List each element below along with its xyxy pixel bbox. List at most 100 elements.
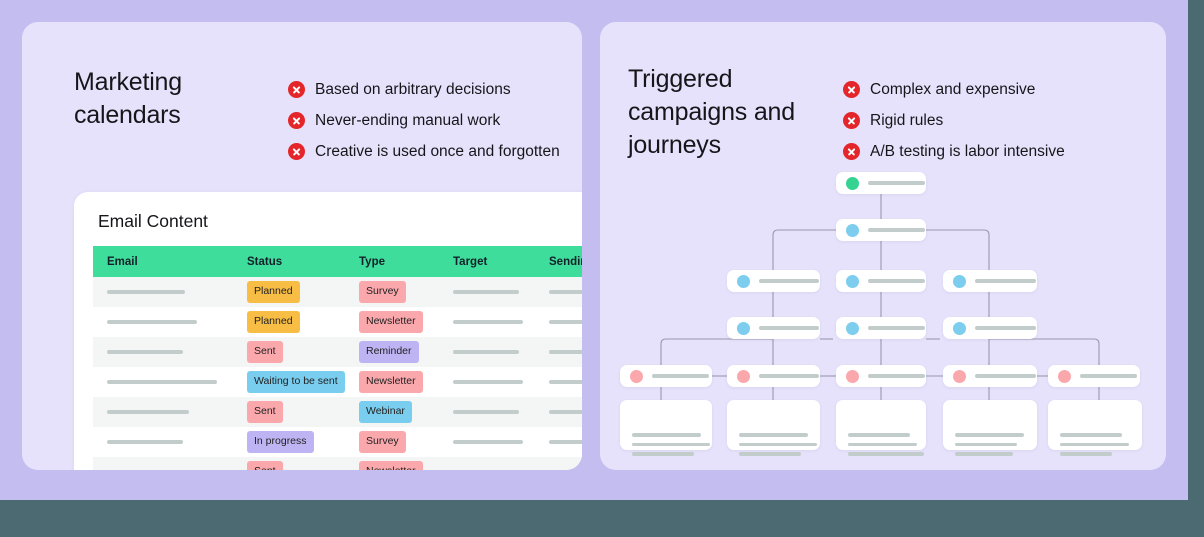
panel-right-header: Triggered campaigns and journeys Complex… — [600, 22, 1166, 167]
placeholder-bar — [549, 290, 582, 294]
placeholder-bar — [759, 279, 819, 283]
placeholder-bar — [549, 410, 582, 414]
flow-leaf-card[interactable] — [1048, 400, 1142, 456]
placeholder-bar — [107, 380, 217, 384]
table-header-row: Email Status Type Target Sending — [93, 246, 582, 277]
column-header-status[interactable]: Status — [233, 246, 345, 277]
cell-target — [439, 337, 535, 367]
email-content-card: Email Content Email Status Type Target S… — [74, 192, 582, 470]
cell-type: Survey — [345, 277, 439, 307]
journey-flow-diagram — [600, 22, 1166, 470]
list-item: Never-ending manual work — [288, 105, 560, 136]
cell-status: Sent — [233, 397, 345, 427]
cell-target — [439, 427, 535, 457]
leaf-header — [943, 411, 1037, 424]
placeholder-bar — [848, 433, 910, 437]
cell-type: Newsletter — [345, 457, 439, 470]
column-header-type[interactable]: Type — [345, 246, 439, 277]
flow-connectors — [660, 194, 1100, 400]
node-status-dot — [846, 223, 859, 237]
placeholder-bar — [549, 320, 582, 324]
type-badge: Webinar — [359, 401, 412, 423]
node-status-dot — [737, 321, 750, 335]
flow-node[interactable] — [620, 365, 712, 387]
node-status-dot — [737, 369, 750, 383]
x-circle-icon — [843, 112, 860, 129]
flow-node[interactable] — [836, 219, 926, 241]
flow-node[interactable] — [727, 317, 820, 339]
cell-email — [93, 277, 233, 307]
column-header-email[interactable]: Email — [93, 246, 233, 277]
cell-email — [93, 457, 233, 470]
flow-node[interactable] — [727, 270, 820, 292]
flow-node[interactable] — [727, 365, 820, 387]
placeholder-bar — [739, 442, 817, 446]
table-row[interactable]: Sent Webinar — [93, 397, 582, 427]
placeholder-bar — [453, 290, 519, 294]
table-row[interactable]: SentNewsletter — [93, 457, 582, 470]
placeholder-bar — [632, 442, 710, 446]
x-circle-icon — [288, 112, 305, 129]
cell-sending — [535, 337, 582, 367]
accent-bar-bottom — [0, 500, 1204, 537]
placeholder-bar — [549, 440, 582, 444]
placeholder-bar — [1080, 374, 1137, 378]
placeholder-bar — [652, 374, 709, 378]
table-row[interactable]: Planned Survey — [93, 277, 582, 307]
placeholder-bar — [107, 410, 189, 414]
cell-type: Webinar — [345, 397, 439, 427]
type-badge: Survey — [359, 281, 406, 303]
column-header-sending[interactable]: Sending — [535, 246, 582, 277]
placeholder-bar — [453, 440, 523, 444]
accent-bar-right — [1188, 0, 1204, 500]
placeholder-bar — [549, 350, 582, 354]
table-row[interactable]: Sent Reminder — [93, 337, 582, 367]
list-item-label: Never-ending manual work — [315, 111, 501, 129]
flow-node[interactable] — [1048, 365, 1140, 387]
status-badge: Sent — [247, 341, 283, 363]
placeholder-bar — [868, 374, 925, 378]
list-item: Rigid rules — [843, 105, 1065, 136]
type-badge: Reminder — [359, 341, 419, 363]
flow-node[interactable] — [836, 172, 926, 194]
column-header-target[interactable]: Target — [439, 246, 535, 277]
placeholder-bar — [1060, 442, 1129, 446]
flow-leaf-card[interactable] — [943, 400, 1037, 456]
placeholder-bar — [453, 320, 523, 324]
cell-type: Survey — [345, 427, 439, 457]
flow-node[interactable] — [836, 270, 926, 292]
flow-node[interactable] — [943, 365, 1037, 387]
node-status-dot — [953, 274, 966, 288]
placeholder-bar — [107, 350, 183, 354]
x-circle-icon — [288, 81, 305, 98]
node-status-dot — [953, 369, 966, 383]
node-status-dot — [1058, 369, 1071, 383]
list-item-label: A/B testing is labor intensive — [870, 142, 1065, 160]
panel-marketing-calendars: Marketing calendars Based on arbitrary d… — [22, 22, 582, 470]
flow-leaf-card[interactable] — [836, 400, 926, 456]
flow-node[interactable] — [836, 317, 926, 339]
placeholder-bar — [453, 380, 523, 384]
flow-leaf-card[interactable] — [727, 400, 820, 456]
cell-status: Planned — [233, 307, 345, 337]
cell-sending — [535, 397, 582, 427]
placeholder-bar — [848, 452, 924, 456]
placeholder-bar — [453, 410, 519, 414]
flow-leaf-card[interactable] — [620, 400, 712, 456]
node-status-dot — [737, 274, 750, 288]
flow-node[interactable] — [836, 365, 926, 387]
cell-sending — [535, 367, 582, 397]
placeholder-bar — [868, 228, 925, 232]
placeholder-bar — [632, 452, 694, 456]
page-title-left: Marketing calendars — [74, 68, 182, 129]
flow-node[interactable] — [943, 317, 1037, 339]
email-content-table: Email Status Type Target Sending Planned… — [93, 246, 582, 470]
placeholder-bar — [1060, 433, 1122, 437]
placeholder-bar — [107, 440, 183, 444]
list-item-label: Creative is used once and forgotten — [315, 142, 560, 160]
cell-status: Planned — [233, 277, 345, 307]
flow-node[interactable] — [943, 270, 1037, 292]
